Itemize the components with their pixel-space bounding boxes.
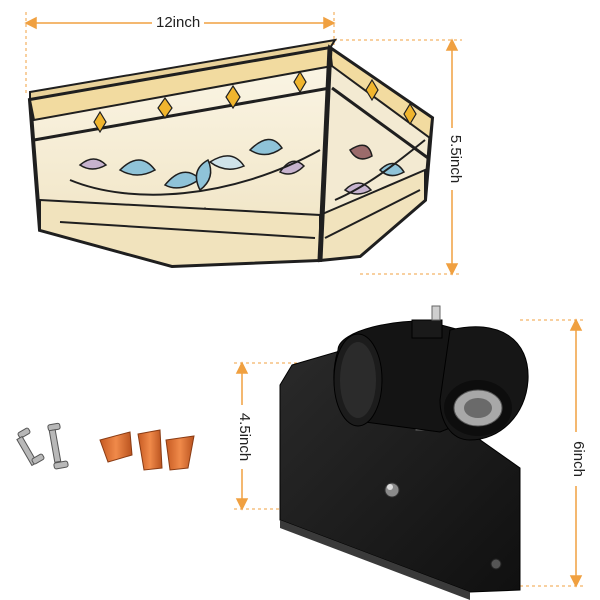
tiffany-shade [27,38,435,269]
shade-height-label: 5.5inch [446,128,464,190]
overall-height-label: 6inch [569,432,587,486]
wire-nuts [99,429,195,471]
shade-width-label: 12inch [152,14,205,32]
mounting-screws [16,422,69,470]
plate-height-label: 4.5inch [235,405,253,469]
lamp-socket [333,305,529,441]
